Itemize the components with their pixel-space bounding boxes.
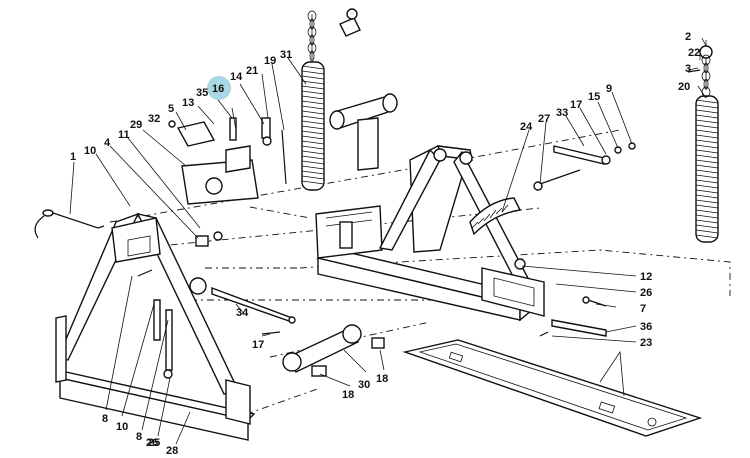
- callout-31: 31: [280, 49, 292, 61]
- callout-36: 36: [640, 321, 652, 333]
- callout-labels: 1 2 3 4 5 7 8 8 9 10 10 11 12 13 14 15 1…: [70, 31, 700, 457]
- highlight-marker-16: [207, 76, 231, 100]
- assembly-guide-lines: [109, 129, 731, 421]
- callout-17b: 17: [252, 339, 264, 351]
- callout-27: 27: [538, 113, 550, 125]
- callout-14: 14: [230, 71, 243, 83]
- callout-33: 33: [556, 107, 568, 119]
- callout-15: 15: [588, 91, 600, 103]
- callout-26b: 26: [146, 437, 158, 449]
- callout-17a: 17: [570, 99, 582, 111]
- callout-10b: 10: [116, 421, 128, 433]
- chain-link: [309, 34, 315, 46]
- callout-34: 34: [236, 307, 249, 319]
- callout-11: 11: [118, 129, 130, 141]
- callout-22: 22: [688, 47, 700, 59]
- callout-18b: 18: [376, 373, 388, 385]
- callout-13: 13: [182, 97, 194, 109]
- callout-4: 4: [104, 137, 111, 149]
- chain-link: [309, 50, 315, 62]
- chain-link: [307, 26, 317, 38]
- callout-20: 20: [678, 81, 690, 93]
- chain-link: [703, 78, 709, 90]
- callout-3: 3: [685, 63, 691, 75]
- chain-link: [701, 54, 711, 66]
- pins-33-36: [533, 142, 636, 337]
- callout-2: 2: [685, 31, 691, 43]
- left-a-frame: [55, 212, 256, 441]
- callout-12: 12: [640, 271, 652, 283]
- callout-24: 24: [520, 121, 533, 133]
- leader-lines: [69, 37, 707, 445]
- chain-link: [703, 62, 709, 74]
- callout-32: 32: [148, 113, 160, 125]
- main-frame-assembly: [315, 145, 545, 322]
- callout-21: 21: [246, 65, 258, 77]
- chain-link: [309, 18, 315, 30]
- callout-9: 9: [606, 83, 612, 95]
- callout-1: 1: [70, 151, 76, 163]
- callout-19: 19: [264, 55, 276, 67]
- callout-10a: 10: [84, 145, 96, 157]
- chain-link: [307, 42, 317, 54]
- chain-link: [701, 70, 711, 82]
- callout-28: 28: [166, 445, 178, 457]
- callout-35: 35: [196, 87, 208, 99]
- callout-25: 25: [148, 437, 160, 449]
- callout-30: 30: [358, 379, 370, 391]
- spring-20-assembly: [687, 40, 719, 243]
- chain-link: [307, 10, 317, 22]
- callout-16: 16: [212, 83, 224, 95]
- loose-hardware: [34, 117, 385, 379]
- callout-26a: 26: [640, 287, 652, 299]
- callout-5: 5: [168, 103, 174, 115]
- base-plate: [402, 339, 703, 437]
- callout-7: 7: [640, 303, 646, 315]
- callout-23: 23: [640, 337, 652, 349]
- callout-8b: 8: [136, 431, 142, 443]
- callout-8a: 8: [102, 413, 108, 425]
- callout-18a: 18: [342, 389, 354, 401]
- callout-29: 29: [130, 119, 142, 131]
- spring-31-assembly: [301, 8, 398, 191]
